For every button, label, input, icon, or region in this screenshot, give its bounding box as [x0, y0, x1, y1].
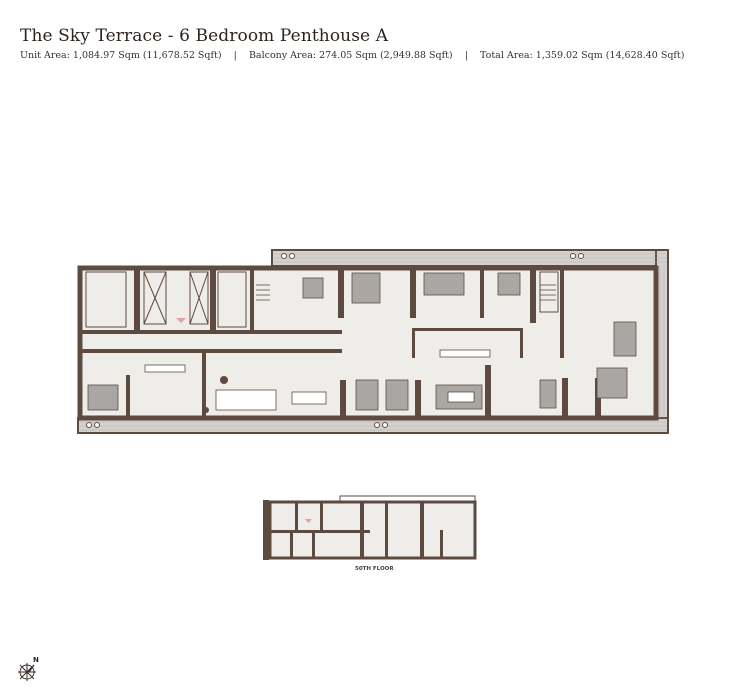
key-plan-50th-floor [263, 495, 477, 560]
unit-area: Unit Area: 1,084.97 Sqm (11,678.52 Sqft) [20, 50, 222, 61]
page-title: The Sky Terrace - 6 Bedroom Penthouse A [20, 26, 389, 46]
north-arrow-icon [18, 663, 36, 681]
total-area: Total Area: 1,359.02 Sqm (14,628.40 Sqft… [480, 50, 685, 61]
entry-marker [176, 318, 186, 323]
walls [80, 268, 601, 418]
compass-north-label: N [33, 656, 39, 664]
furniture [87, 272, 637, 411]
balcony-area: Balcony Area: 274.05 Sqm (2,949.88 Sqft) [248, 50, 453, 61]
key-plan-label: 50TH FLOOR [355, 566, 394, 572]
area-summary: Unit Area: 1,084.97 Sqm (11,678.52 Sqft)… [20, 50, 685, 61]
